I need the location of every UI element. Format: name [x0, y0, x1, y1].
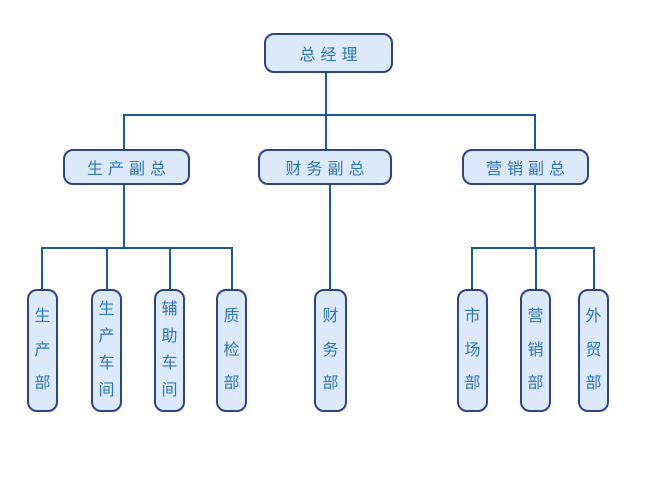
connector-drop-finance-dept [329, 184, 331, 289]
connector-drop-marketing-dept [535, 247, 537, 289]
node-label-char: 销 [527, 341, 544, 359]
node-label-char: 贸 [585, 341, 602, 359]
node-label-char: 部 [322, 375, 339, 393]
node-label-char: 外 [585, 307, 602, 325]
node-label: 生产副总 [86, 161, 171, 178]
node-label-char: 市 [464, 307, 481, 325]
node-label-char: 部 [585, 375, 602, 393]
connector-marketing-stem [534, 184, 536, 247]
node-foreign-trade-dept: 外贸部 [578, 289, 609, 412]
node-label-char: 助 [161, 328, 178, 345]
node-label-char: 部 [527, 375, 544, 393]
node-marketing-dept: 营销部 [520, 289, 551, 412]
connector-drop-quality-dept [231, 247, 233, 289]
connector-production-stem [123, 184, 125, 247]
connector-production-horizontal [41, 247, 233, 249]
node-label-char: 质 [223, 307, 240, 325]
node-label-char: 务 [322, 341, 339, 359]
node-finance-vp: 财务副总 [258, 149, 392, 185]
node-label-char: 间 [98, 382, 115, 399]
connector-marketing-horizontal [471, 247, 595, 249]
node-general-manager: 总经理 [264, 33, 393, 73]
node-label-char: 产 [98, 328, 115, 345]
connector-drop-production-vp [123, 114, 125, 149]
connector-drop-auxiliary-workshop [169, 247, 171, 289]
node-label-char: 部 [34, 375, 51, 393]
node-label: 财务副总 [285, 161, 370, 178]
node-label-char: 场 [464, 341, 481, 359]
node-label-char: 车 [161, 355, 178, 372]
node-label-char: 辅 [161, 301, 178, 318]
connector-drop-production-dept [41, 247, 43, 289]
node-production-workshop: 生产车间 [91, 289, 122, 412]
node-label-char: 间 [161, 382, 178, 399]
node-label-char: 车 [98, 355, 115, 372]
node-label-char: 部 [464, 375, 481, 393]
node-label-char: 营 [527, 307, 544, 325]
node-label-char: 产 [34, 341, 51, 359]
node-marketing-vp: 营销副总 [462, 149, 589, 185]
node-production-dept: 生产部 [27, 289, 58, 412]
node-label-char: 部 [223, 375, 240, 393]
node-auxiliary-workshop: 辅助车间 [154, 289, 185, 412]
node-quality-dept: 质检部 [216, 289, 247, 412]
connector-drop-production-workshop [106, 247, 108, 289]
node-label-char: 检 [223, 341, 240, 359]
connector-drop-market-dept [471, 247, 473, 289]
node-finance-dept: 财务部 [314, 289, 347, 412]
node-label-char: 生 [98, 301, 115, 318]
node-label: 营销副总 [485, 161, 570, 178]
node-label: 总经理 [299, 47, 363, 64]
connector-root-stem [325, 72, 327, 149]
node-market-dept: 市场部 [457, 289, 488, 412]
connector-top-horizontal [123, 114, 536, 116]
node-production-vp: 生产副总 [63, 149, 190, 185]
node-label-char: 财 [322, 307, 339, 325]
connector-drop-foreign-trade-dept [593, 247, 595, 289]
node-label-char: 生 [34, 307, 51, 325]
connector-drop-marketing-vp [534, 114, 536, 149]
